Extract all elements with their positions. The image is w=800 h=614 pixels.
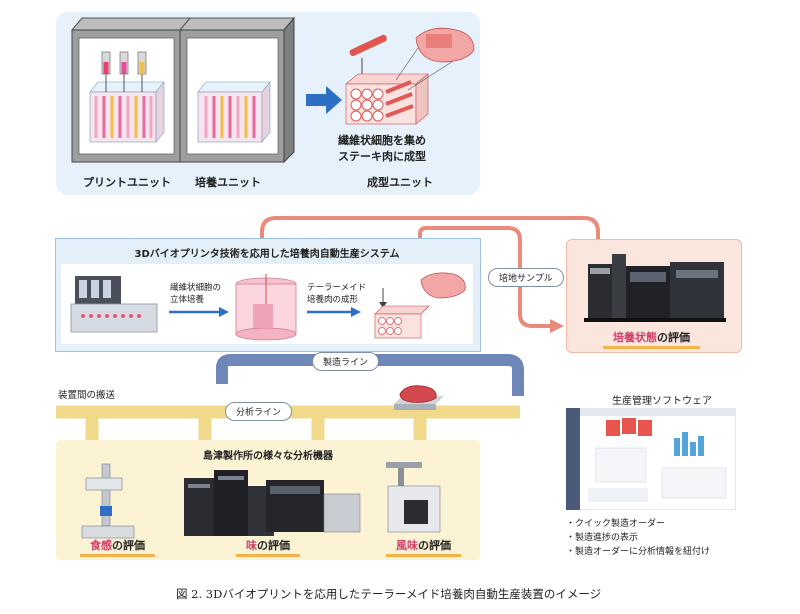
system-illustration [70,272,466,341]
lcms-instrument [584,254,726,322]
system-step1-line1: 繊維状細胞の [170,283,222,293]
texture-eval-label: 食感の評価 [80,536,155,557]
system-step1-line2: 立体培養 [170,295,205,305]
system-title: 3Dバイオプリンタ技術を応用した培養肉自動生産システム [134,249,400,260]
system-step2-line1: テーラーメイド [307,283,367,293]
culture-eval-accent: 培養状態 [613,331,657,344]
gcms-instrument [266,480,361,533]
software-title: 生産管理ソフトウェア [612,396,712,407]
syringe-icons [101,51,147,92]
texture-eval-suffix: の評価 [112,539,145,552]
shaping-illustration [345,27,475,125]
production-line-label: 製造ライン [312,352,380,371]
texture-analyzer [81,463,135,539]
arrow-right-icon [306,86,342,114]
software-bullet-3: ・製造オーダーに分析情報を紐付け [566,547,711,557]
hplc-instrument [184,470,274,536]
system-step2-line2: 培養肉の成形 [307,295,359,305]
system-arrow-2-icon [351,307,361,317]
print-unit-cabinet [70,17,192,163]
culture-eval-suffix: の評価 [657,331,690,344]
taste-eval-accent: 味 [246,539,257,552]
loop-arrow-right-icon [550,319,564,333]
shaping-desc-line1: 繊維状細胞を集め [338,134,426,147]
shaping-desc-line2: ステーキ肉に成型 [338,150,426,163]
taste-eval-label: 味の評価 [236,536,300,557]
shaping-unit-label: 成型ユニット [367,176,433,189]
gc-instrument [386,462,441,533]
analysis-line-label: 分析ライン [225,402,293,421]
software-bullet-1: ・クイック製造オーダー [566,519,666,529]
sample-label: 培地サンプル [488,268,564,287]
print-unit-label: プリントユニット [83,176,171,189]
taste-eval-suffix: の評価 [257,539,290,552]
flavor-eval-label: 風味の評価 [386,536,461,557]
system-arrow-1-icon [219,307,229,317]
figure-caption: 図 2. 3Dバイオプリントを応用したテーラーメイド培養肉自動生産装置のイメージ [176,587,602,601]
meat-sample-icon [394,385,444,410]
texture-eval-accent: 食感 [90,539,112,552]
culture-unit-cabinet [178,16,296,164]
flavor-eval-suffix: の評価 [418,539,451,552]
flavor-eval-accent: 風味 [396,539,418,552]
instruments-illustration [81,462,441,539]
transport-label: 装置間の搬送 [58,390,116,401]
culture-unit-label: 培養ユニット [195,176,261,189]
software-screenshot [566,408,736,510]
software-bullet-2: ・製造進捗の表示 [566,533,639,543]
instruments-title: 島津製作所の様々な分析機器 [203,451,333,462]
culture-eval-label: 培養状態の評価 [603,328,700,349]
units-illustration [70,16,475,164]
